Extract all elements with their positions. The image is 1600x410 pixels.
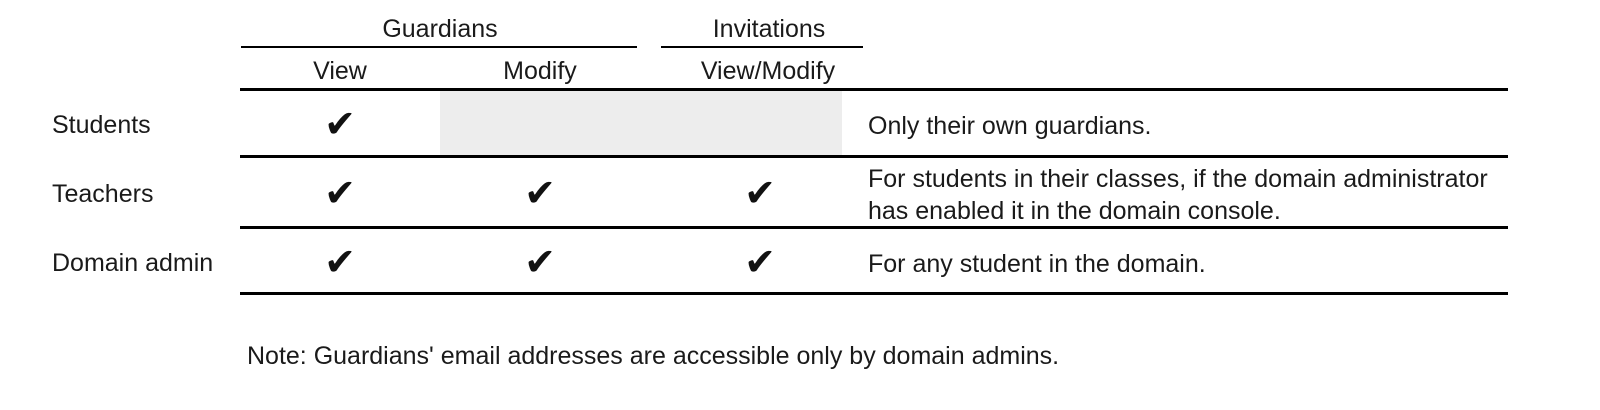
group-header-invitations: Invitations [712, 15, 826, 43]
check-domain-admin-invitations-view-modify: ✔ [744, 240, 776, 284]
row-label-teachers: Teachers [52, 180, 154, 208]
table-rule-after-students [240, 155, 1508, 158]
row-label-students: Students [52, 111, 151, 139]
table-rule-top [240, 88, 1508, 91]
cell-students-guardians-modify-disabled [440, 91, 842, 155]
group-rule-guardians [241, 46, 637, 48]
check-students-guardians-view: ✔ [324, 102, 356, 146]
table-rule-after-teachers [240, 226, 1508, 229]
check-domain-admin-guardians-view: ✔ [324, 240, 356, 284]
description-domain-admin: For any student in the domain. [868, 250, 1206, 278]
description-students: Only their own guardians. [868, 112, 1152, 140]
check-teachers-invitations-view-modify: ✔ [744, 171, 776, 215]
column-header-modify: Modify [503, 57, 577, 85]
check-teachers-guardians-view: ✔ [324, 171, 356, 215]
check-teachers-guardians-modify: ✔ [524, 171, 556, 215]
group-rule-invitations [661, 46, 863, 48]
description-teachers: For students in their classes, if the do… [868, 165, 1488, 225]
footnote-note: Note: Guardians' email addresses are acc… [247, 342, 1060, 370]
check-domain-admin-guardians-modify: ✔ [524, 240, 556, 284]
row-label-domain-admin: Domain admin [52, 249, 214, 277]
group-header-guardians: Guardians [382, 15, 498, 43]
table-rule-bottom [240, 292, 1508, 295]
column-header-view-modify: View/Modify [700, 57, 836, 85]
column-header-view: View [313, 57, 367, 85]
